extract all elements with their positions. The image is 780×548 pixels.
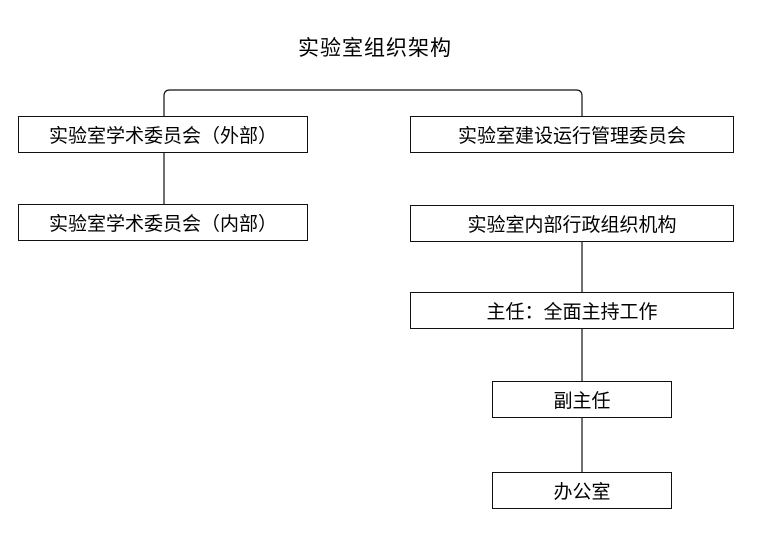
construction-management-committee-label: 实验室建设运行管理委员会	[457, 125, 686, 147]
top-bracket-connector	[163, 89, 583, 116]
academic-committee-external-label: 实验室学术委员会（外部）	[48, 125, 277, 147]
academic-committee-internal-box: 实验室学术委员会（内部）	[18, 204, 308, 241]
office-box: 办公室	[492, 472, 672, 509]
diagram-title: 实验室组织架构	[298, 36, 452, 60]
director-label: 主任：全面主持工作	[486, 301, 658, 323]
construction-management-committee-box: 实验室建设运行管理委员会	[410, 116, 734, 153]
academic-committee-internal-label: 实验室学术委员会（内部）	[48, 213, 277, 235]
director-box: 主任：全面主持工作	[410, 292, 734, 329]
deputy-director-label: 副主任	[553, 390, 611, 412]
internal-admin-organization-label: 实验室内部行政组织机构	[467, 214, 677, 236]
internal-admin-organization-box: 实验室内部行政组织机构	[410, 205, 734, 242]
office-label: 办公室	[553, 481, 611, 503]
academic-committee-external-box: 实验室学术委员会（外部）	[18, 116, 308, 153]
deputy-director-box: 副主任	[492, 381, 672, 418]
